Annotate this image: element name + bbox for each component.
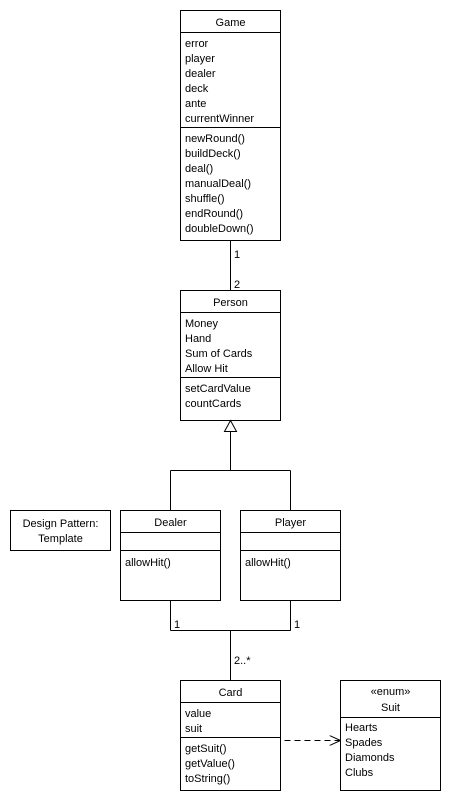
class-person-attribute: Sum of Cards: [185, 348, 253, 360]
enum-suit-value: Hearts: [345, 722, 378, 734]
class-person-method: setCardValue: [185, 383, 251, 395]
class-card: Card value suit getSuit() getValue() toS…: [180, 680, 281, 791]
class-card-attribute: suit: [185, 723, 202, 735]
class-player-name: Player: [275, 517, 307, 529]
class-game-attribute: error: [185, 38, 209, 50]
class-game-method: buildDeck(): [185, 148, 241, 160]
enum-suit-stereotype: «enum»: [371, 686, 411, 698]
class-player-method: allowHit(): [245, 557, 291, 569]
class-game-method: newRound(): [185, 133, 245, 145]
class-dealer: Dealer allowHit(): [120, 510, 221, 601]
class-game-method: manualDeal(): [185, 178, 251, 190]
class-game-attribute: ante: [185, 98, 206, 110]
note-line: Design Pattern:: [23, 518, 99, 530]
inheritance-triangle: [223, 419, 238, 432]
class-game-method: shuffle(): [185, 193, 225, 205]
note-box: [10, 510, 111, 551]
class-person-name: Person: [213, 297, 248, 309]
enum-suit-value: Spades: [345, 737, 383, 749]
class-game: Game error player dealer deck ante curre…: [180, 10, 281, 241]
class-game-attribute: deck: [185, 83, 209, 95]
class-game-box: [180, 10, 281, 241]
multiplicity-player: 1: [294, 619, 300, 631]
multiplicity-card-end: 2..*: [234, 655, 251, 667]
enum-suit-value: Diamonds: [345, 752, 395, 764]
multiplicity-person-end: 2: [234, 279, 240, 291]
class-card-method: getValue(): [185, 758, 235, 770]
class-card-attribute: value: [185, 708, 211, 720]
class-game-method: deal(): [185, 163, 213, 175]
class-person-method: countCards: [185, 398, 242, 410]
class-person-attribute: Money: [185, 318, 219, 330]
inheritance-connector: [170, 419, 291, 511]
association-card: [170, 600, 291, 681]
class-person-attribute: Allow Hit: [185, 363, 228, 375]
class-card-method: getSuit(): [185, 743, 227, 755]
class-dealer-method: allowHit(): [125, 557, 171, 569]
class-person: Person Money Hand Sum of Cards Allow Hit…: [180, 290, 281, 421]
enum-suit-box: [340, 680, 441, 791]
class-card-method: toString(): [185, 773, 230, 785]
enum-suit-value: Clubs: [345, 767, 374, 779]
class-game-attribute: dealer: [185, 68, 216, 80]
enum-suit: «enum» Suit Hearts Spades Diamonds Clubs: [340, 680, 441, 791]
note-design-pattern: Design Pattern: Template: [10, 510, 111, 551]
enum-suit-name: Suit: [381, 702, 400, 714]
multiplicity-game-end: 1: [234, 249, 240, 261]
note-line: Template: [38, 533, 83, 545]
class-card-box: [180, 680, 281, 791]
class-game-method: endRound(): [185, 208, 243, 220]
class-dealer-name: Dealer: [154, 517, 187, 529]
class-game-method: doubleDown(): [185, 223, 253, 235]
class-card-name: Card: [219, 687, 243, 699]
class-player: Player allowHit(): [240, 510, 341, 601]
class-game-attribute: currentWinner: [185, 113, 254, 125]
multiplicity-dealer: 1: [174, 619, 180, 631]
class-player-box: [240, 510, 341, 601]
class-game-attribute: player: [185, 53, 215, 65]
class-game-name: Game: [216, 17, 246, 29]
class-person-attribute: Hand: [185, 333, 211, 345]
